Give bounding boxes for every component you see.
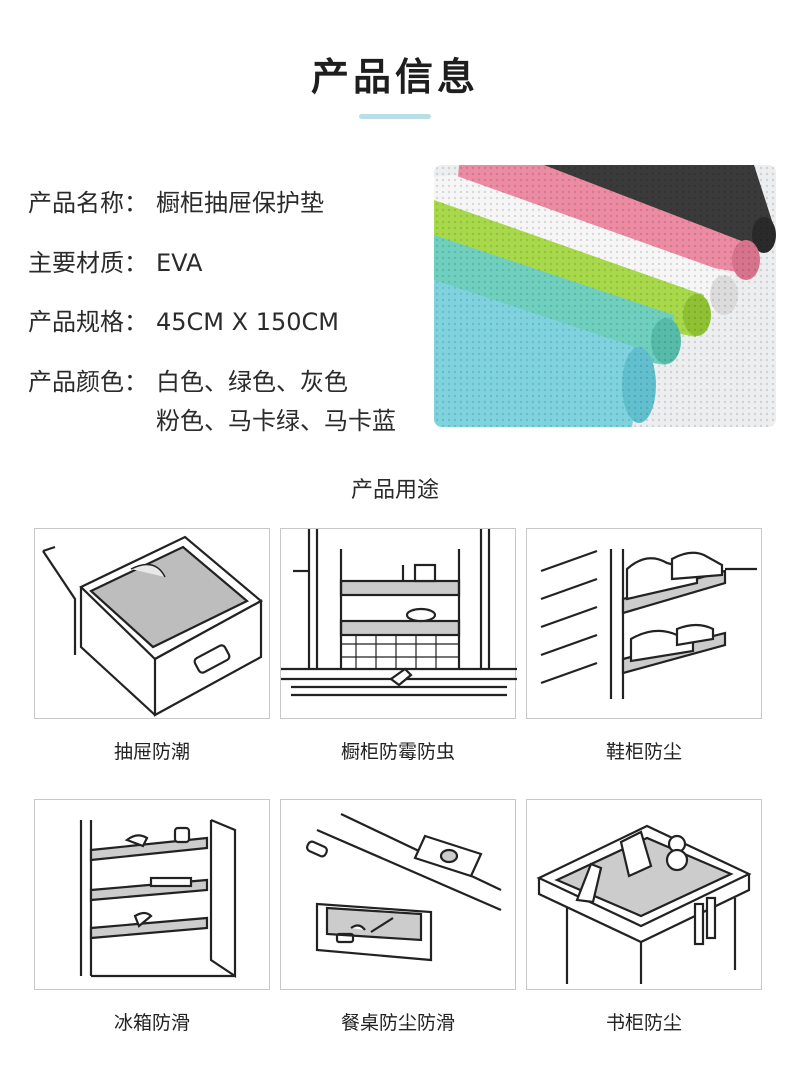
usage-card-drawer (34, 528, 270, 719)
spec-size-label: 产品规格： (28, 308, 148, 336)
spec-material: 主要材质： EVA (28, 243, 202, 278)
spec-color-value-line2: 粉色、马卡绿、马卡蓝 (156, 407, 396, 435)
usage-caption: 餐桌防尘防滑 (340, 1012, 455, 1034)
spec-color-value: 白色、绿色、灰色 (156, 368, 348, 396)
bookcase-icon (536, 824, 752, 984)
usage-card-shoe (526, 528, 762, 719)
usage-caption: 书柜防尘 (605, 1012, 682, 1034)
usage-card-bookcase (526, 799, 762, 990)
dining-table-icon (306, 813, 502, 962)
usage-card-fridge (34, 799, 270, 990)
page-title: 产品信息 (310, 55, 479, 99)
usage-caption: 鞋柜防尘 (605, 741, 682, 763)
rolled-mats-image (434, 165, 776, 427)
usage-card-kitchen (280, 528, 517, 719)
usage-title: 产品用途 (350, 478, 439, 503)
title-underline (359, 114, 431, 119)
spec-color-label: 产品颜色： (28, 368, 148, 396)
drawer-icon (42, 535, 263, 717)
usage-caption: 抽屉防潮 (113, 741, 190, 763)
product-photo (434, 165, 776, 427)
usage-caption: 橱柜防霉防虫 (340, 741, 455, 763)
spec-name-value: 橱柜抽屉保护垫 (156, 189, 324, 217)
spec-name-label: 产品名称： (28, 189, 148, 217)
shoe-cabinet-icon (540, 549, 757, 699)
spec-size-value: 45CM X 150CM (156, 308, 339, 336)
fridge-icon (79, 818, 237, 979)
spec-material-value: EVA (156, 249, 203, 277)
spec-material-label: 主要材质： (28, 249, 148, 277)
spec-color: 产品颜色： 白色、绿色、灰色 (28, 362, 348, 397)
usage-card-dining (280, 799, 516, 990)
usage-caption: 冰箱防滑 (113, 1012, 190, 1034)
kitchen-cabinet-icon (281, 529, 517, 697)
spec-size: 产品规格： 45CM X 150CM (28, 302, 339, 337)
spec-name: 产品名称： 橱柜抽屉保护垫 (28, 183, 324, 218)
